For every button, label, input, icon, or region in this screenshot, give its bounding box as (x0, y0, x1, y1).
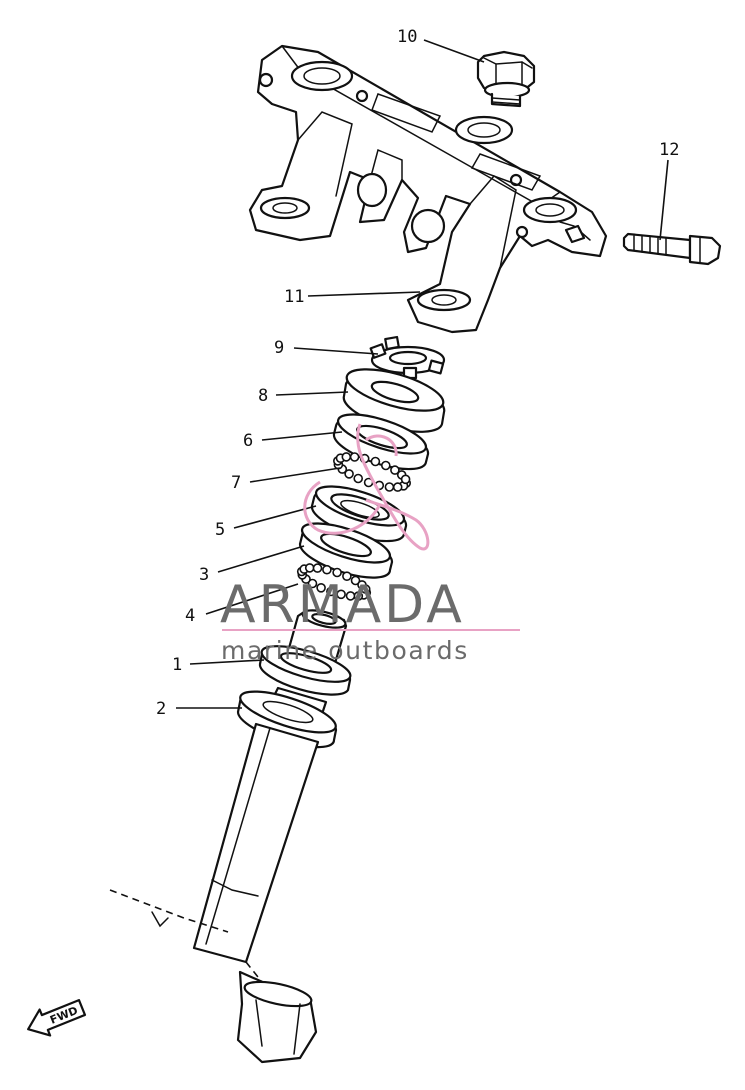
bearing-ball (341, 452, 352, 462)
fwd-direction-badge: FWD (27, 998, 87, 1037)
bearing-ball (350, 575, 361, 586)
bearing-ball (400, 474, 411, 485)
bearing-ball (353, 473, 364, 484)
bearing-ball (304, 563, 315, 573)
part-label-8: 8 (258, 386, 268, 406)
pinch-bolt (622, 232, 722, 266)
leader-11 (307, 291, 421, 297)
leader-lines (176, 39, 669, 709)
part-label-1: 1 (172, 655, 182, 675)
upper-ball-ring (332, 452, 412, 492)
leader-3 (217, 545, 305, 573)
bearing-ball (326, 586, 336, 597)
leader-12 (659, 159, 669, 241)
watermark-brand: ARMADA (220, 575, 465, 635)
bearing-ball (307, 578, 318, 589)
bearing-ball (360, 584, 371, 594)
part-label-3: 3 (199, 565, 209, 585)
leader-9 (293, 347, 379, 355)
bearing-ball (384, 482, 395, 492)
part-labels: 10 12 11 9 8 6 7 5 3 4 1 2 (156, 27, 679, 719)
bearing-ball (390, 465, 400, 475)
part-label-4: 4 (185, 606, 195, 626)
part-label-10: 10 (397, 27, 417, 47)
part-label-6: 6 (243, 431, 253, 451)
armada-logo-mark (303, 423, 430, 551)
part-label-11: 11 (284, 287, 304, 307)
bearing-ball (392, 482, 403, 492)
part-label-9: 9 (274, 338, 284, 358)
leader-6 (261, 431, 343, 441)
upper-bracket (248, 44, 608, 334)
bearing-ball (370, 456, 381, 467)
part-label-5: 5 (215, 520, 225, 540)
steering-stem (109, 609, 352, 1064)
leader-1 (189, 659, 265, 665)
bearing-ball (342, 571, 352, 582)
arrow-left-icon (27, 998, 87, 1037)
bearing-ball (312, 563, 323, 573)
leader-7 (249, 467, 341, 483)
bearing-ball (345, 591, 356, 601)
part-label-2: 2 (156, 699, 166, 719)
stem-nut-bolt (476, 50, 536, 108)
bearing-ball (380, 460, 391, 471)
leader-10 (423, 39, 485, 63)
leader-8 (275, 391, 349, 396)
bearing-ball (344, 469, 354, 479)
bearing-ball (322, 564, 332, 575)
part-label-7: 7 (231, 473, 241, 493)
bearing-ball (316, 582, 326, 593)
bearing-ball (336, 589, 346, 600)
armada-watermark: ARMADA marine outboards (220, 423, 520, 665)
part-label-12: 12 (659, 140, 679, 160)
watermark-tagline: marine outboards (221, 636, 469, 665)
bearing-ball (332, 567, 342, 578)
bearing-ball (349, 452, 360, 462)
lower-ball-ring (296, 563, 372, 601)
leader-5 (233, 505, 317, 529)
leader-4 (205, 583, 299, 615)
